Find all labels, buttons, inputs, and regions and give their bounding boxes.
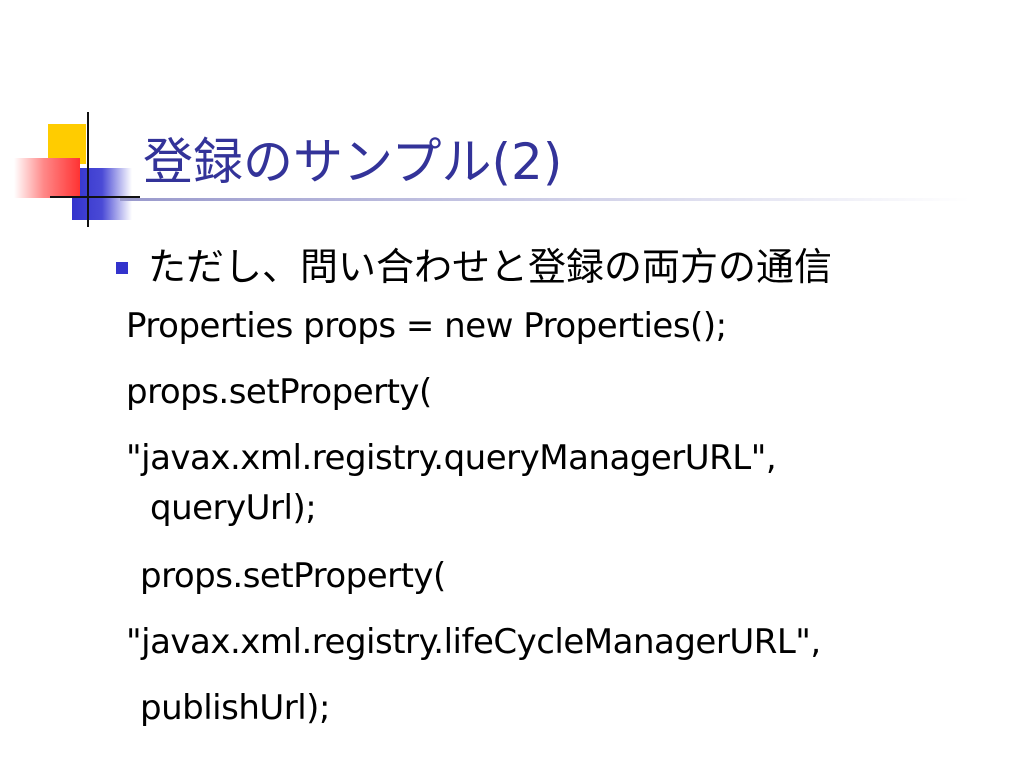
blue-square-shape: [72, 168, 132, 220]
code-line-6: "javax.xml.registry.lifeCycleManagerURL"…: [126, 622, 821, 662]
vertical-line-shape: [87, 112, 89, 227]
code-line-3: "javax.xml.registry.queryManagerURL",: [126, 438, 777, 478]
code-line-1: Properties props = new Properties();: [126, 306, 727, 346]
red-bar-shape: [14, 158, 80, 198]
slide-title: 登録のサンプル(2): [143, 133, 563, 191]
slide-logo-decoration: [0, 0, 160, 240]
title-underline: [120, 198, 970, 201]
horizontal-line-shape: [50, 196, 140, 198]
bullet-square-icon: [116, 262, 128, 274]
bullet-text: ただし、問い合わせと登録の両方の通信: [148, 245, 833, 289]
code-line-5: props.setProperty(: [140, 556, 446, 596]
yellow-square-shape: [48, 124, 86, 164]
code-line-7: publishUrl);: [140, 688, 330, 728]
code-line-4: queryUrl);: [150, 488, 317, 528]
code-line-2: props.setProperty(: [126, 372, 432, 412]
